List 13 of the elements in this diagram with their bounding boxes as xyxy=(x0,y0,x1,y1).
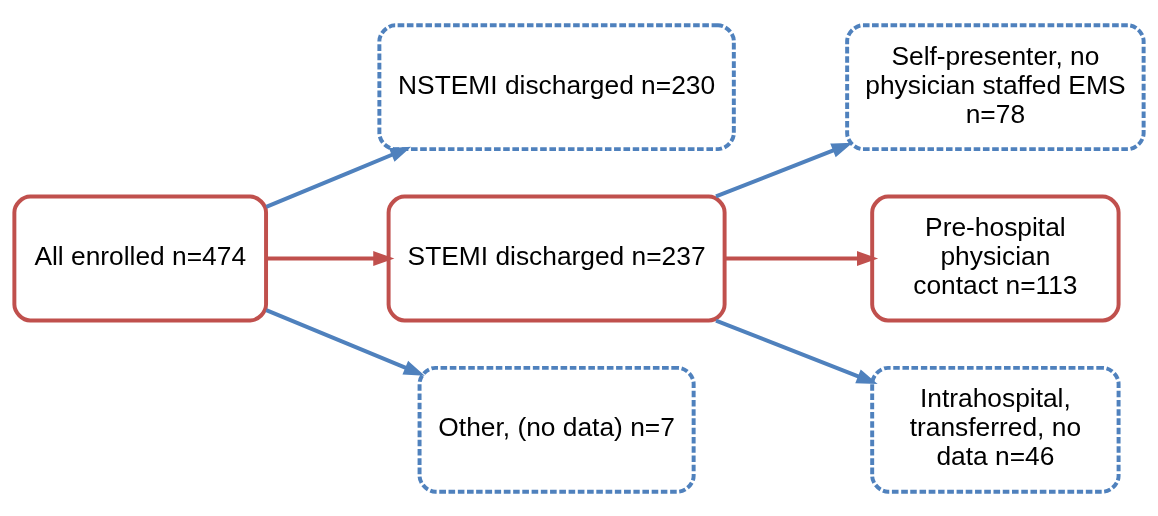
arrow xyxy=(266,250,395,266)
node-box: All enrolled n=474 xyxy=(12,194,269,322)
arrow xyxy=(265,146,412,209)
arrow xyxy=(715,318,878,384)
arrow xyxy=(265,307,425,376)
node-box: NSTEMI discharged n=230 xyxy=(377,22,736,151)
arrow xyxy=(715,142,853,198)
node-box: STEMI discharged n=237 xyxy=(386,194,727,322)
arrow xyxy=(724,250,879,266)
node-box: Other, (no data) n=7 xyxy=(417,365,696,494)
node-box: Intrahospital, transferred, no data n=46 xyxy=(870,365,1121,494)
node-box: Self-presenter, no physician staffed EMS n=78 xyxy=(845,22,1146,151)
node-box: Pre-hospital physician contact n=113 xyxy=(870,194,1121,322)
